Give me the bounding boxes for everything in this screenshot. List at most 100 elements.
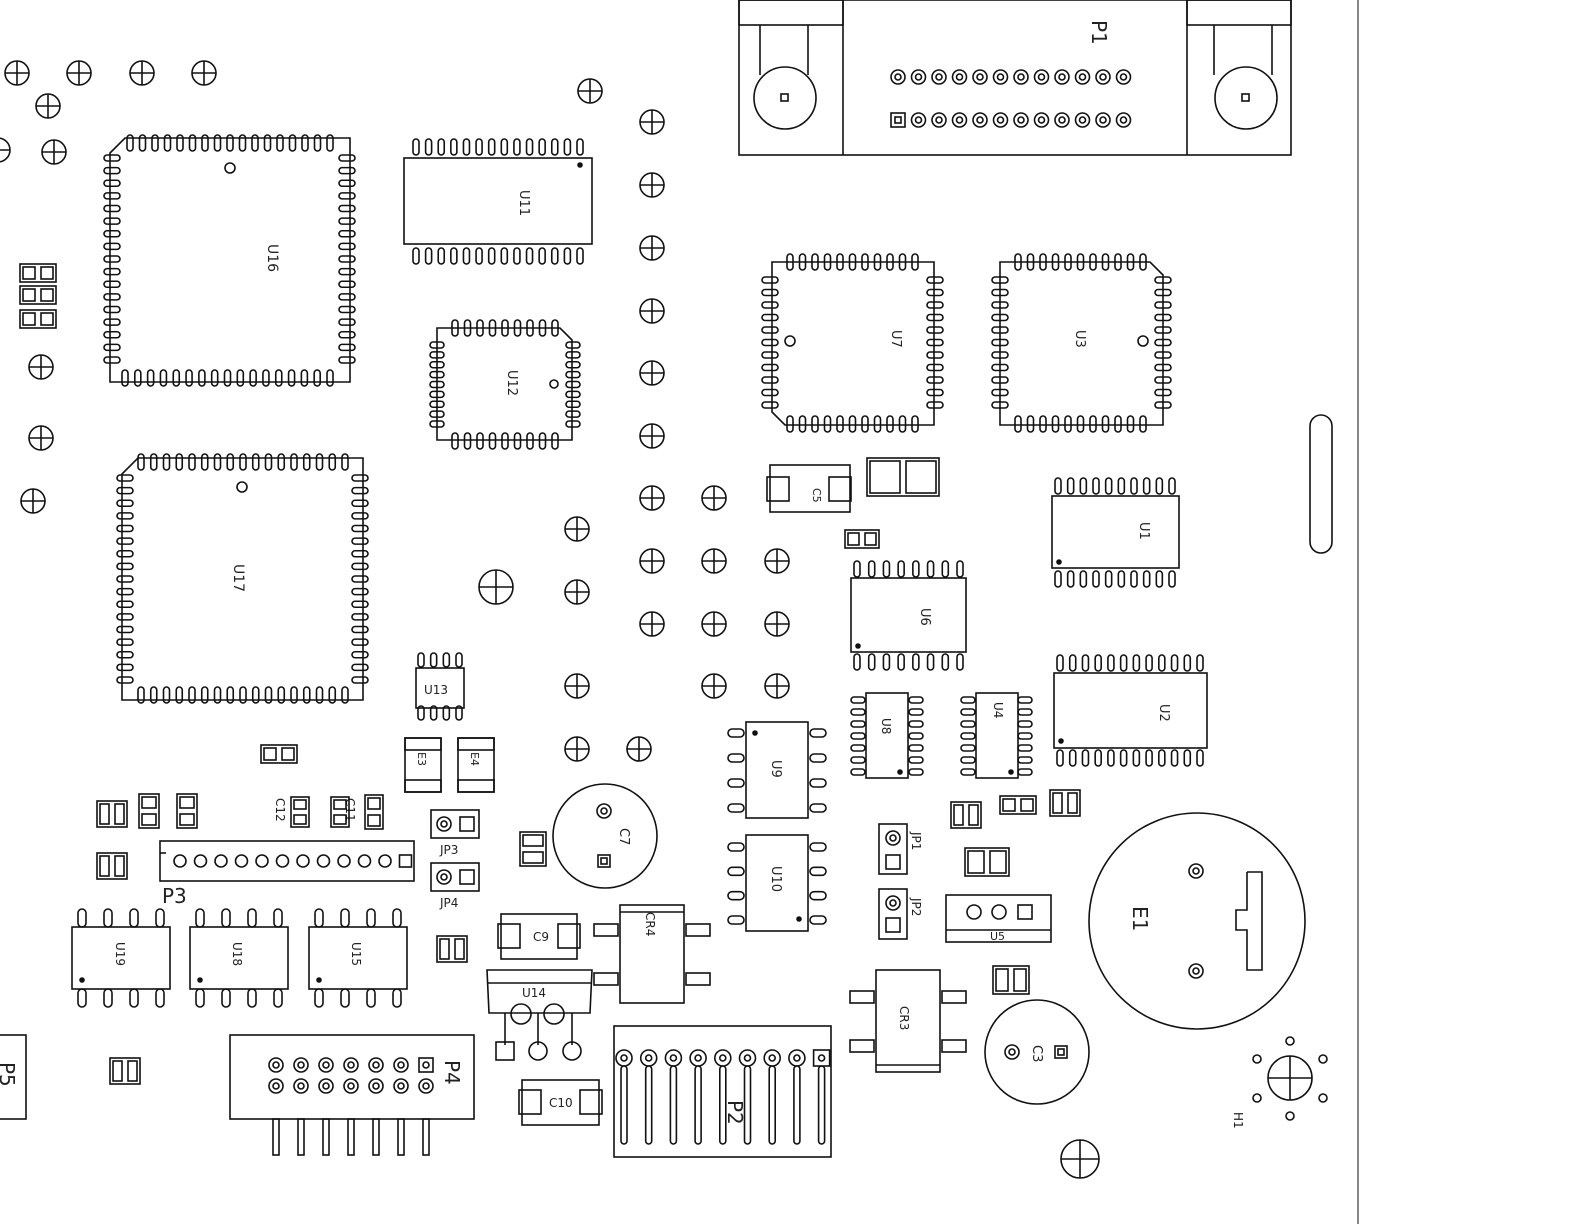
pad — [787, 416, 793, 432]
pad — [138, 454, 144, 470]
label-cr3: CR3 — [897, 1006, 911, 1030]
via-hole — [21, 489, 45, 513]
pad — [352, 526, 368, 532]
pad — [577, 139, 583, 155]
pad — [1015, 416, 1021, 432]
pad — [909, 697, 923, 703]
pin — [419, 1058, 433, 1072]
pad — [1172, 655, 1178, 671]
pin-hole — [348, 1083, 354, 1089]
via-hole — [565, 517, 589, 541]
pad — [1018, 709, 1032, 715]
pin — [318, 855, 330, 867]
pad — [352, 475, 368, 481]
pad — [566, 382, 580, 388]
label-c11: C11 — [343, 798, 357, 822]
pin — [269, 1058, 283, 1072]
pad — [961, 733, 975, 739]
label-e1: E1 — [1128, 906, 1152, 931]
pin-hole — [1039, 74, 1045, 80]
label-u2: U2 — [1156, 704, 1171, 722]
pad — [1070, 655, 1076, 671]
pad — [566, 352, 580, 358]
pin-hole — [348, 1062, 354, 1068]
pad — [117, 652, 133, 658]
pad — [104, 357, 120, 363]
via-hole — [36, 94, 60, 118]
pin-lead — [819, 1066, 825, 1144]
label-u7: U7 — [888, 330, 903, 348]
pin — [297, 855, 309, 867]
pad — [413, 139, 419, 155]
pin — [973, 113, 987, 127]
pad — [122, 370, 128, 386]
via-hole — [640, 486, 664, 510]
pad — [451, 248, 457, 264]
pad — [352, 563, 368, 569]
pad — [438, 139, 444, 155]
pad — [339, 256, 355, 262]
pad — [810, 729, 826, 737]
pin-hole — [1121, 117, 1127, 123]
pad — [1146, 750, 1152, 766]
pad — [961, 697, 975, 703]
label-u5: U5 — [990, 930, 1005, 943]
pad — [566, 372, 580, 378]
pad — [104, 307, 120, 313]
pad — [104, 180, 120, 186]
pin-hole — [1100, 117, 1106, 123]
pad — [489, 139, 495, 155]
pad — [1121, 750, 1127, 766]
label-u9: U9 — [768, 760, 783, 778]
pad — [465, 433, 471, 449]
pad — [339, 344, 355, 350]
pin-hole — [1121, 74, 1127, 80]
pad — [927, 277, 943, 283]
label-c5: C5 — [810, 488, 823, 503]
pad — [1053, 416, 1059, 432]
pad — [1040, 416, 1046, 432]
pin-lead — [298, 1119, 304, 1155]
pad — [898, 561, 904, 577]
pad — [339, 206, 355, 212]
pad — [189, 454, 195, 470]
label-p5: P5 — [0, 1062, 19, 1087]
smd-part — [139, 794, 159, 828]
pad — [1169, 571, 1175, 587]
pad — [339, 332, 355, 338]
pad — [104, 168, 120, 174]
pin — [912, 70, 926, 84]
pad — [1018, 733, 1032, 739]
pad — [961, 709, 975, 715]
pad — [762, 315, 778, 321]
pad — [352, 601, 368, 607]
pad — [800, 416, 806, 432]
pad — [810, 843, 826, 851]
label-e4: E4 — [468, 752, 481, 766]
pad — [367, 989, 375, 1007]
pad — [489, 248, 495, 264]
pad — [352, 488, 368, 494]
pin — [912, 113, 926, 127]
chip-u12: U12 — [430, 320, 580, 449]
pad — [339, 231, 355, 237]
smd-part — [177, 794, 197, 828]
pad — [927, 340, 943, 346]
pad — [728, 804, 744, 812]
jumper-jp3: JP3 — [431, 810, 479, 857]
pad — [104, 218, 120, 224]
chip-u9: U9 — [728, 722, 826, 818]
pad — [514, 248, 520, 264]
pad — [341, 989, 349, 1007]
pin — [1076, 113, 1090, 127]
component-e3: E3 — [405, 738, 441, 792]
via-hole — [640, 424, 664, 448]
pin-hole — [916, 117, 922, 123]
pin — [419, 1079, 433, 1093]
pin — [174, 855, 186, 867]
regulator-u14: U14 — [487, 970, 592, 1060]
pad — [501, 248, 507, 264]
pad — [851, 745, 865, 751]
pad — [1146, 655, 1152, 671]
